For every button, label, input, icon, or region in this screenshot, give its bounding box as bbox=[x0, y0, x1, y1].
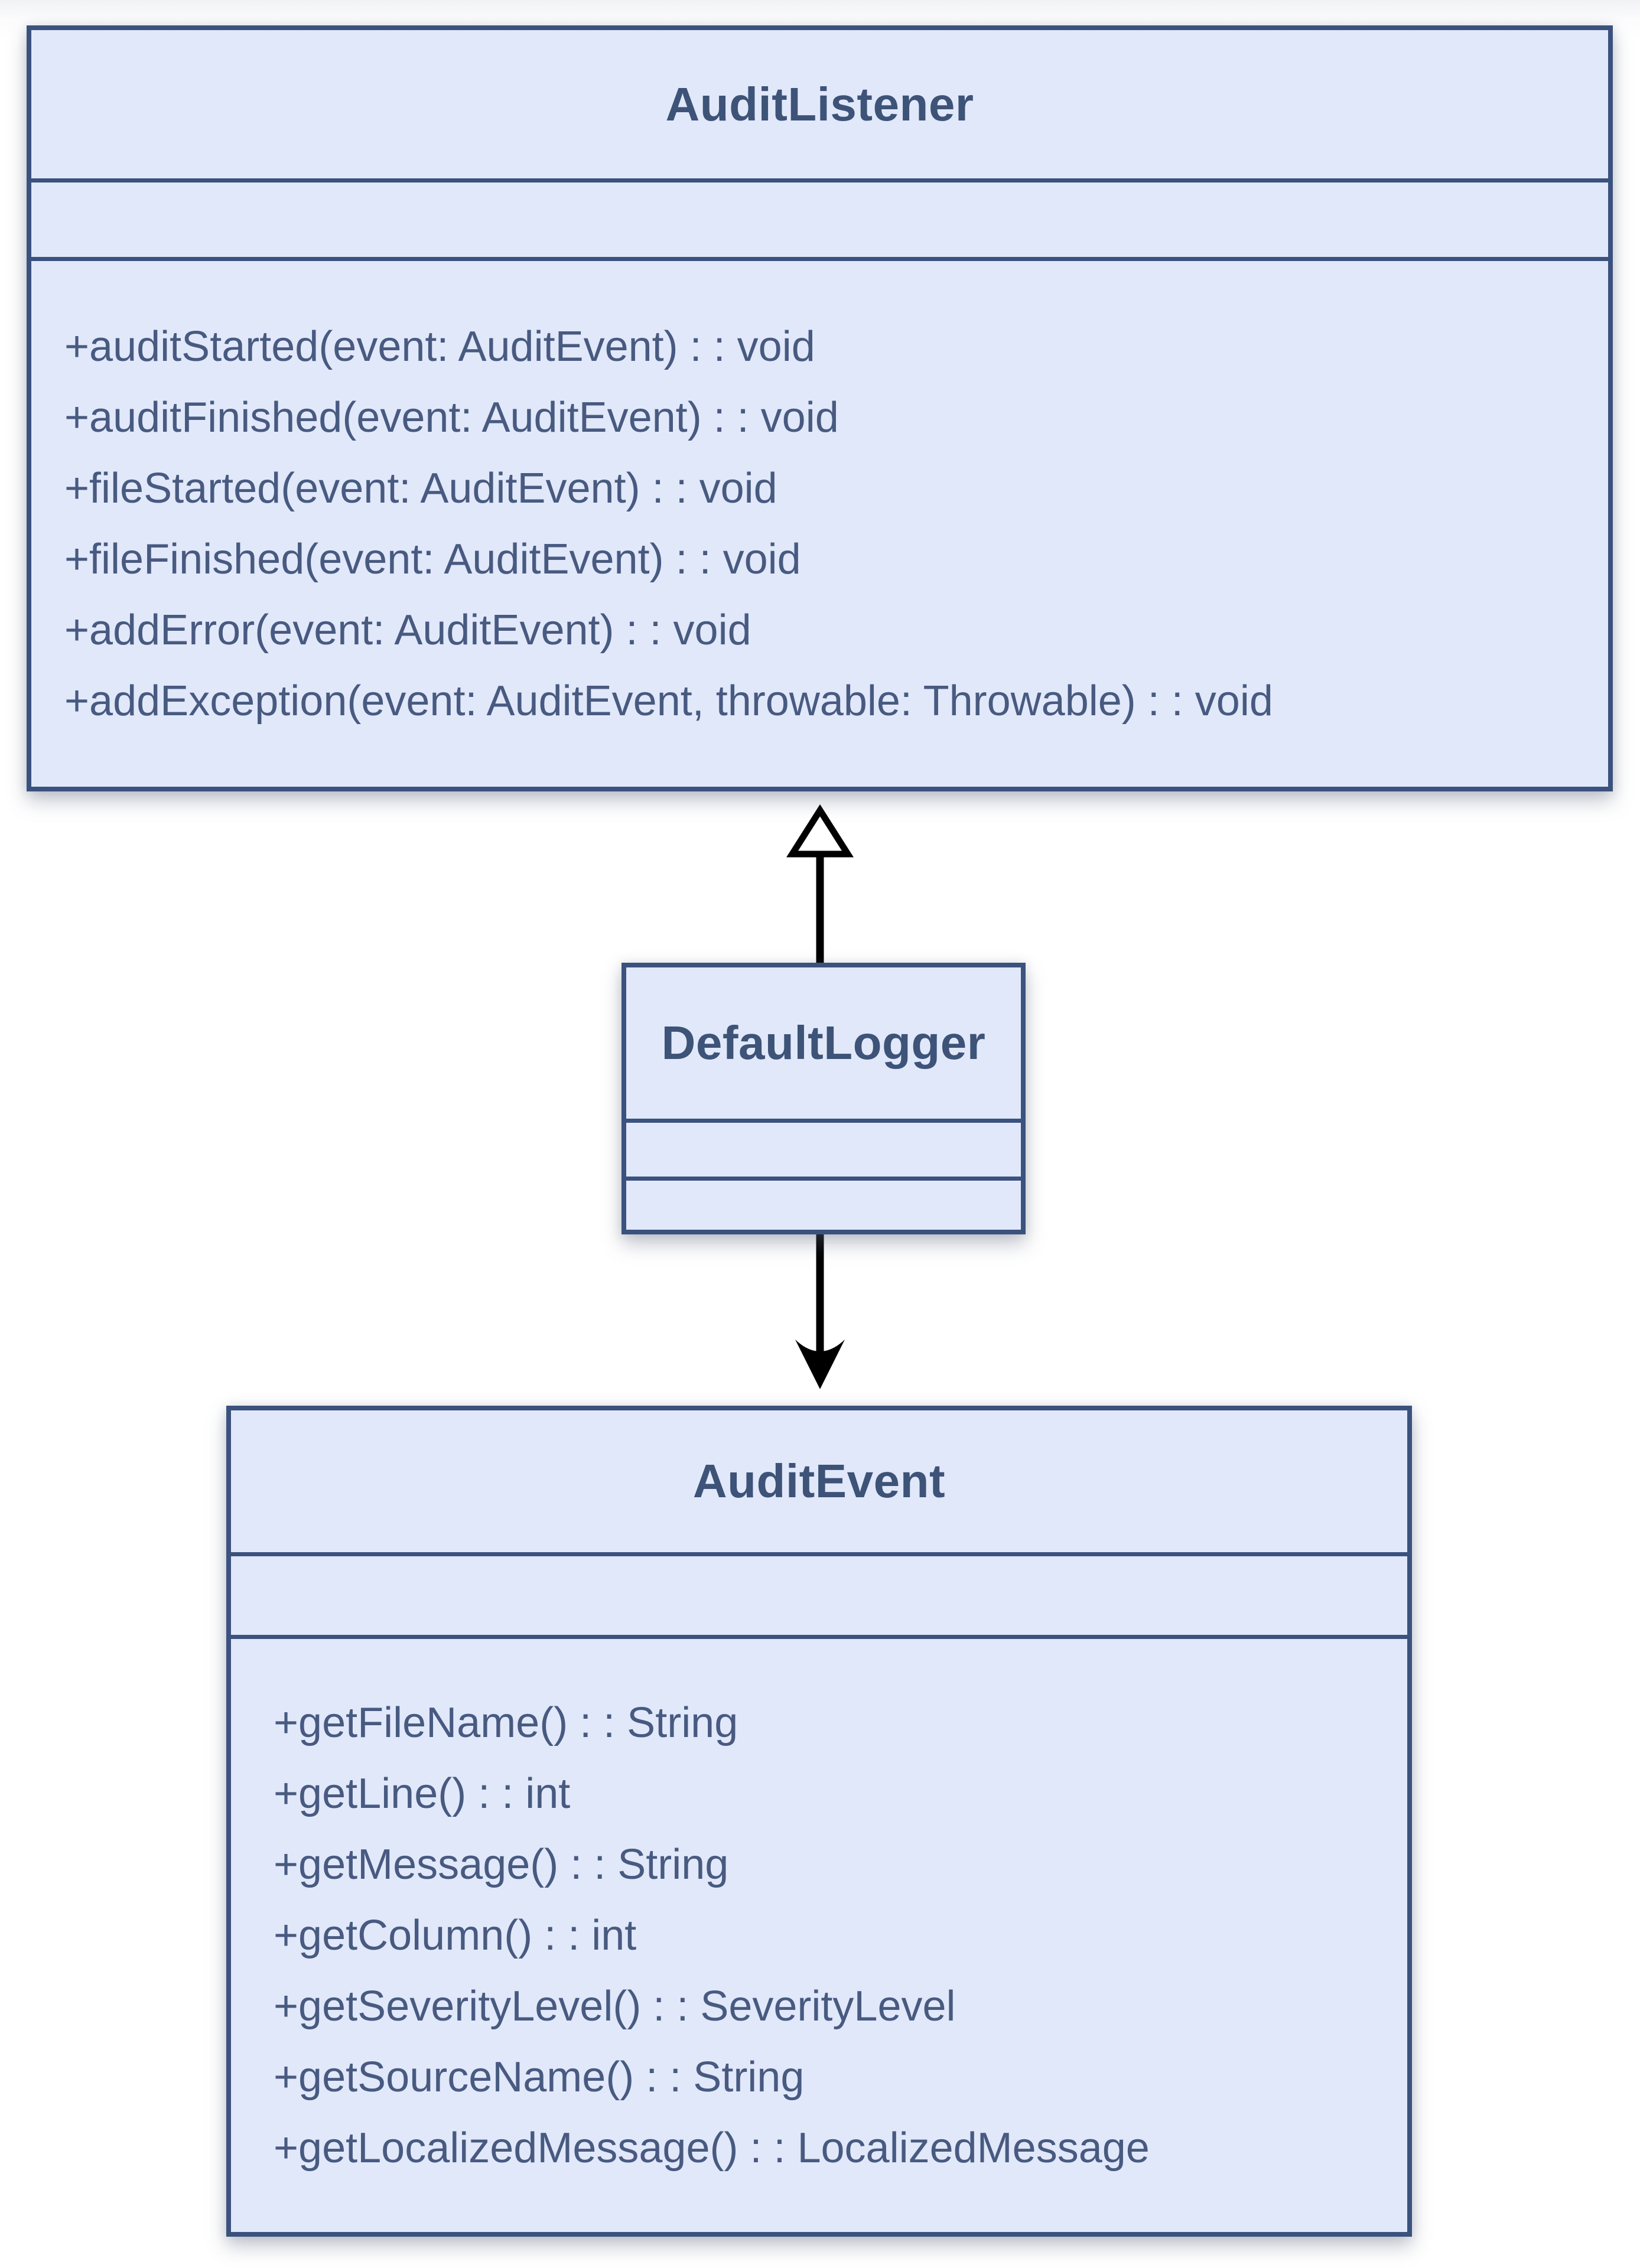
method-item: +auditFinished(event: AuditEvent) : : vo… bbox=[64, 394, 839, 441]
class-box-auditevent: AuditEvent +getFileName() : : String +ge… bbox=[226, 1406, 1412, 2237]
attributes-compartment bbox=[231, 1556, 1407, 1639]
method-item: +addError(event: AuditEvent) : : void bbox=[64, 607, 751, 654]
attributes-compartment bbox=[31, 183, 1608, 261]
association-arrow bbox=[795, 1233, 845, 1389]
class-box-auditlistener: AuditListener +auditStarted(event: Audit… bbox=[27, 25, 1613, 791]
hollow-triangle-arrowhead-icon bbox=[786, 804, 854, 858]
method-item: +getFileName() : : String bbox=[274, 1699, 738, 1746]
methods-compartment: +auditStarted(event: AuditEvent) : : voi… bbox=[31, 261, 1608, 787]
method-item: +addException(event: AuditEvent, throwab… bbox=[64, 677, 1273, 725]
attributes-compartment bbox=[626, 1123, 1021, 1181]
method-item: +getSeverityLevel() : : SeverityLevel bbox=[274, 1983, 956, 2030]
method-item: +fileFinished(event: AuditEvent) : : voi… bbox=[64, 536, 801, 583]
methods-compartment bbox=[626, 1181, 1021, 1230]
open-arrowhead-icon bbox=[795, 1340, 845, 1389]
method-item: +fileStarted(event: AuditEvent) : : void bbox=[64, 465, 777, 512]
class-box-defaultlogger: DefaultLogger bbox=[621, 963, 1026, 1234]
method-item: +getSourceName() : : String bbox=[274, 2054, 805, 2101]
method-item: +getMessage() : : String bbox=[274, 1841, 729, 1888]
method-item: +auditStarted(event: AuditEvent) : : voi… bbox=[64, 323, 815, 370]
class-name: DefaultLogger bbox=[626, 967, 1021, 1123]
class-name: AuditEvent bbox=[231, 1410, 1407, 1556]
method-item: +getLine() : : int bbox=[274, 1770, 571, 1817]
class-name: AuditListener bbox=[31, 30, 1608, 183]
realization-arrow bbox=[786, 804, 854, 964]
methods-compartment: +getFileName() : : String +getLine() : :… bbox=[231, 1639, 1407, 2232]
method-item: +getLocalizedMessage() : : LocalizedMess… bbox=[274, 2124, 1150, 2172]
method-item: +getColumn() : : int bbox=[274, 1912, 637, 1959]
